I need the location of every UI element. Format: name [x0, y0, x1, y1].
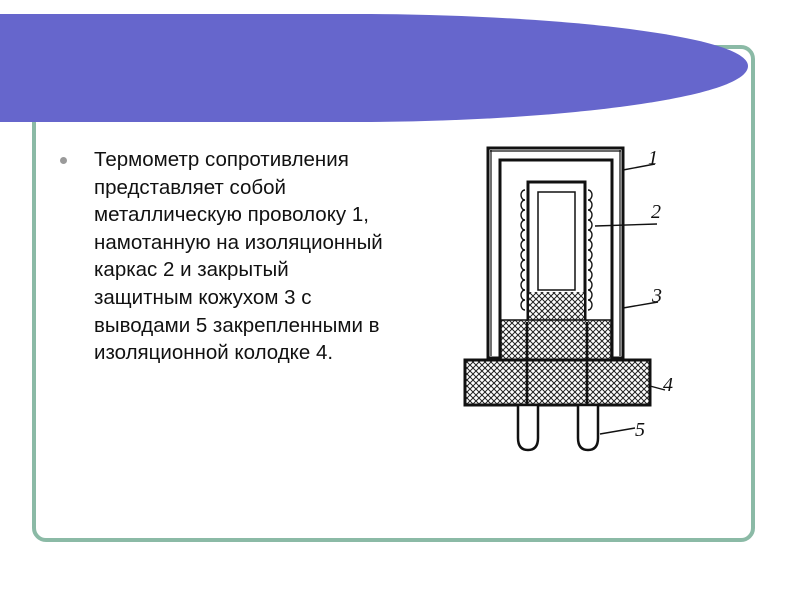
wire-coil	[520, 189, 593, 311]
bullet-item: Термометр сопротивления представляет соб…	[60, 146, 390, 367]
leader-lines	[594, 163, 666, 435]
protective-casing	[486, 146, 625, 360]
thermometer-diagram: 1 2 3 4 5	[463, 146, 673, 452]
hatched-insulation	[500, 292, 612, 361]
bullet-text: Термометр сопротивления представляет соб…	[94, 148, 383, 365]
terminal-block	[463, 358, 652, 407]
insulating-frame	[526, 180, 587, 325]
label-frame: 2	[651, 201, 661, 223]
header-banner	[0, 14, 748, 122]
slide-frame	[32, 45, 755, 542]
bullet-icon	[60, 157, 67, 164]
label-casing: 3	[651, 285, 662, 307]
terminal-leads	[516, 322, 600, 452]
label-wire: 1	[648, 147, 658, 169]
label-block: 4	[663, 374, 673, 396]
label-leads: 5	[635, 419, 645, 441]
bullet-list: Термометр сопротивления представляет соб…	[60, 146, 390, 367]
